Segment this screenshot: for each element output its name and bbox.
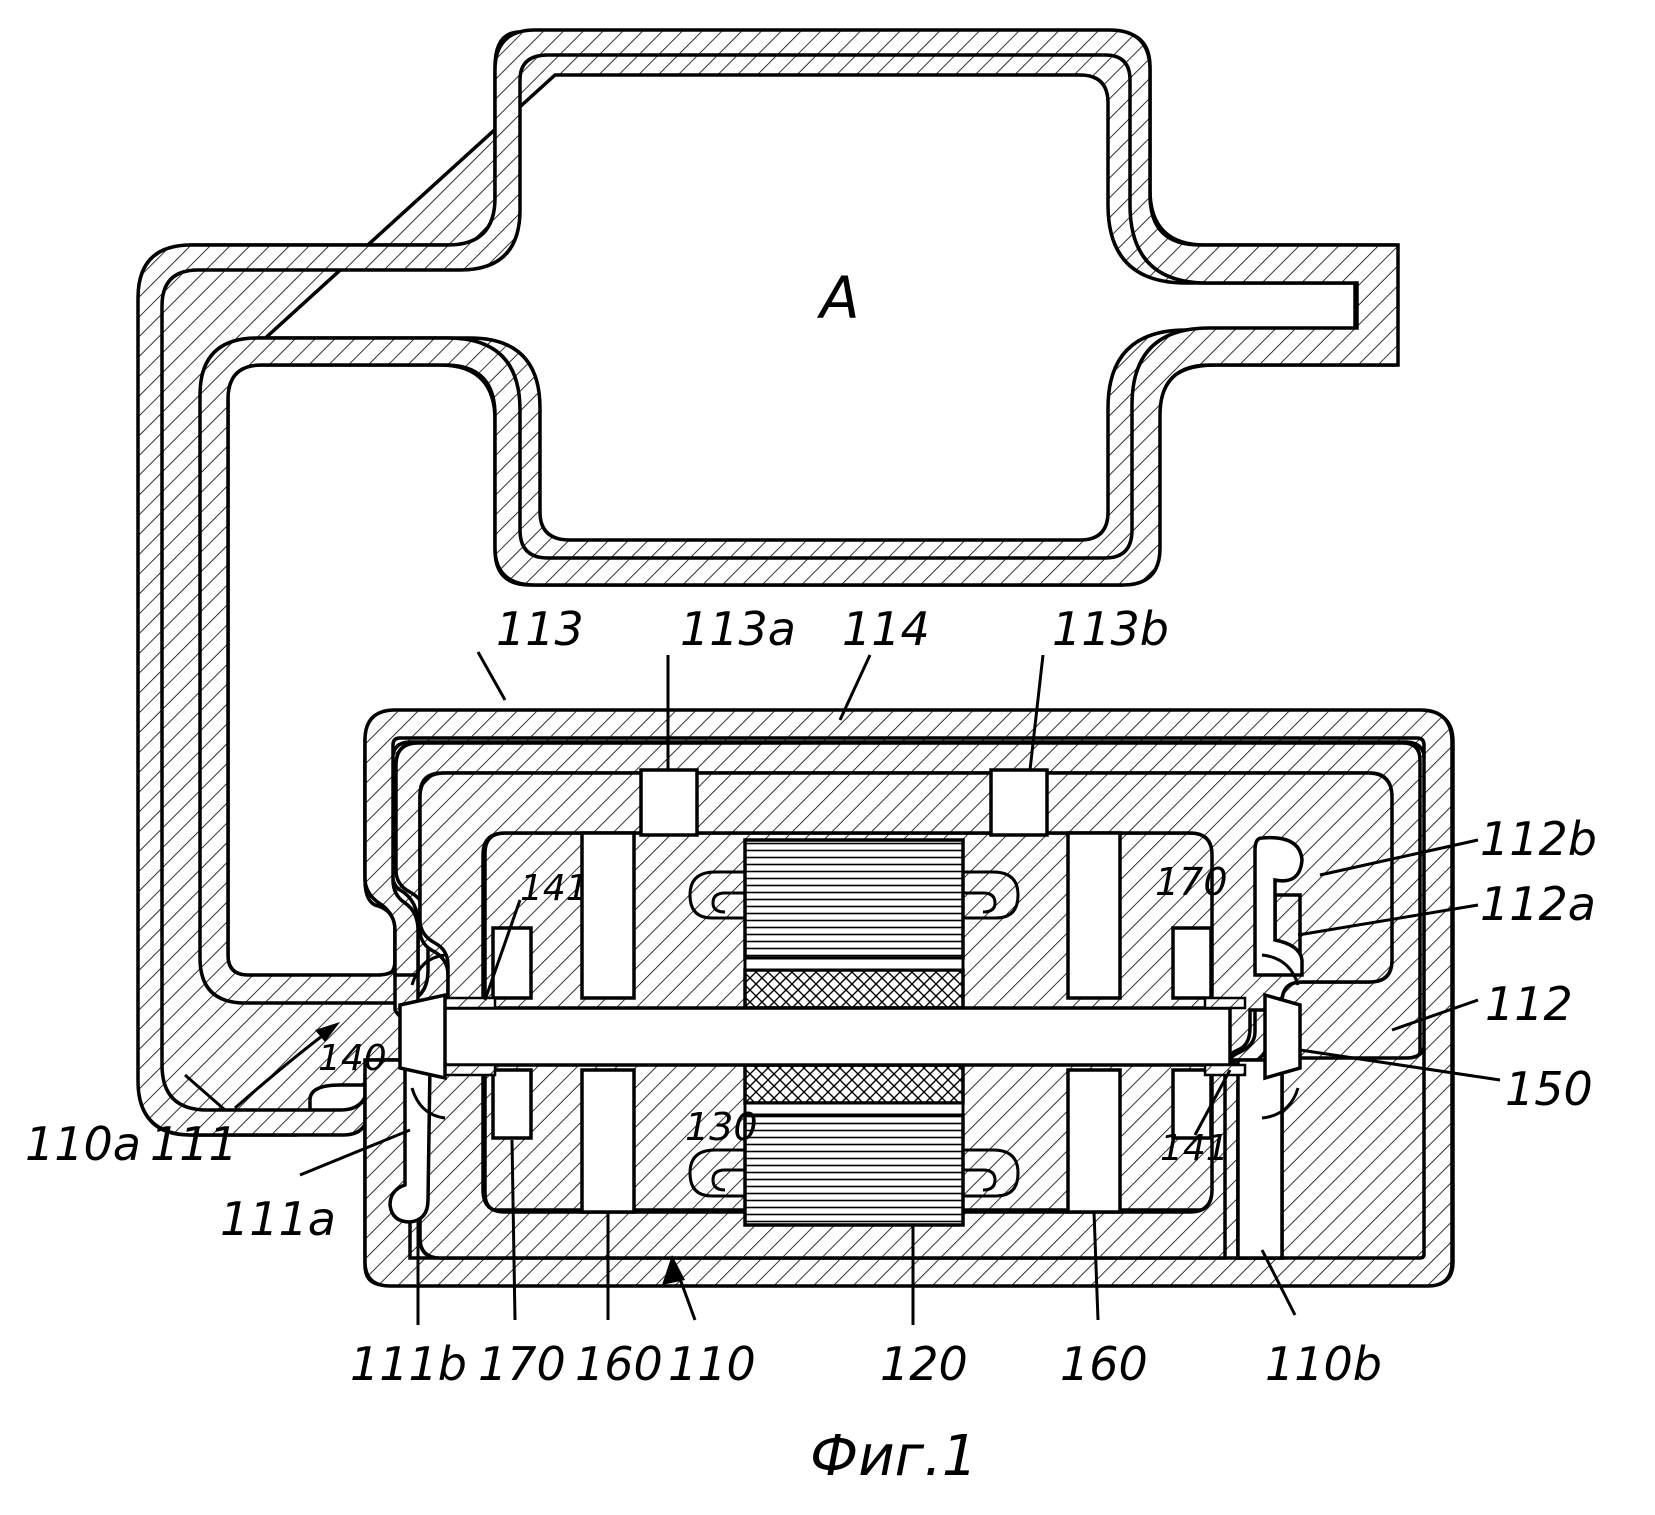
shaft-130: [430, 1008, 1230, 1065]
label-160-left: 160: [575, 1337, 663, 1391]
impeller-140: [400, 995, 445, 1078]
label-113a: 113a: [680, 602, 796, 656]
label-113b: 113b: [1052, 602, 1169, 656]
label-110b: 110b: [1265, 1337, 1382, 1391]
label-111: 111: [150, 1117, 238, 1171]
label-140: 140: [318, 1038, 387, 1079]
label-113: 113: [496, 602, 584, 656]
label-170-top: 170: [1155, 860, 1228, 904]
label-a: A: [816, 264, 860, 332]
label-112b: 112b: [1480, 812, 1597, 866]
bearing-160-top-left: [582, 833, 634, 998]
impeller-150: [1265, 995, 1300, 1078]
label-110: 110: [668, 1337, 756, 1391]
bearing-160-bottom-left: [582, 1070, 634, 1212]
label-111a: 111a: [220, 1192, 336, 1246]
label-141-right: 141: [1160, 1128, 1229, 1169]
label-114: 114: [842, 602, 930, 656]
label-110a: 110a: [25, 1117, 141, 1171]
rotor-magnet-top: [745, 970, 963, 1008]
thrust-170-top-right: [1173, 928, 1211, 998]
stator-top: [745, 840, 963, 958]
figure-caption: Фиг.1: [810, 1424, 977, 1489]
rotor-magnet-bottom: [745, 1065, 963, 1103]
bearing-160-top-right: [1068, 833, 1120, 998]
label-150: 150: [1505, 1062, 1593, 1116]
label-112a: 112a: [1480, 877, 1596, 931]
stator-bottom: [745, 1115, 963, 1225]
label-130: 130: [685, 1105, 758, 1149]
label-170-bottom: 170: [478, 1337, 566, 1391]
bearing-160-bottom-right: [1068, 1070, 1120, 1212]
label-120: 120: [880, 1337, 968, 1391]
label-160-right: 160: [1060, 1337, 1148, 1391]
label-112: 112: [1485, 977, 1573, 1031]
label-111b: 111b: [350, 1337, 467, 1391]
label-141-left: 141: [520, 868, 589, 909]
thrust-170-bottom-left: [493, 1070, 531, 1138]
